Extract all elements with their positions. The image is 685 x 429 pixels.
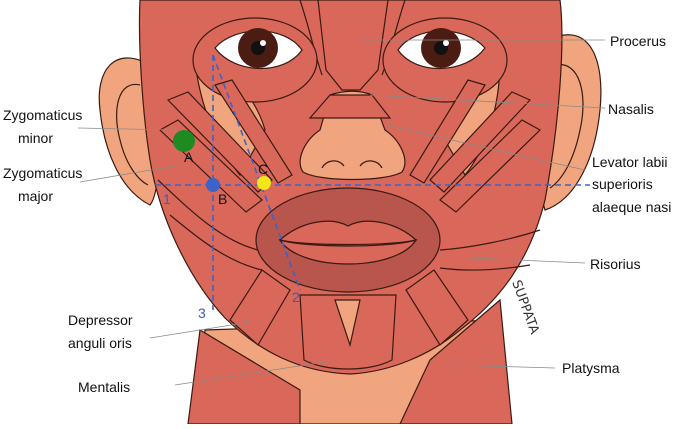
guide-line-2 <box>212 54 301 291</box>
depressor-anguli-oris-right <box>405 269 469 346</box>
procerus-muscle <box>317 0 389 91</box>
levator-labii-left <box>214 79 293 184</box>
label-mentalis: Mentalis <box>78 379 130 395</box>
left-ear-inner <box>116 83 149 186</box>
guide-line-2-number: 2 <box>292 289 300 305</box>
point-a-label: A <box>184 149 194 165</box>
cheek-band-right-2 <box>439 264 531 271</box>
leader-depressor <box>149 321 251 339</box>
point-c-label: C <box>258 161 268 177</box>
label-levator-1: Levator labii <box>592 154 668 170</box>
point-c-marker <box>257 176 271 190</box>
right-ear-inner <box>549 64 584 189</box>
point-b-label: B <box>218 191 227 207</box>
leader-levator <box>384 124 586 171</box>
point-a-marker <box>173 130 195 152</box>
leader-platysma <box>449 364 556 369</box>
label-zyg-minor-2: minor <box>18 130 53 146</box>
depressor-anguli-oris-left <box>229 269 291 346</box>
risorius-muscle <box>439 229 541 251</box>
levator-labii-right <box>409 79 486 184</box>
lower-lip <box>278 238 418 265</box>
zygomaticus-right-2 <box>439 119 541 213</box>
zygomaticus-minor-muscle <box>166 91 273 193</box>
label-zyg-major-1: Zygomaticus <box>3 165 82 181</box>
label-platysma: Platysma <box>562 360 620 376</box>
guide-line-3-number: 3 <box>198 305 206 321</box>
zygomaticus-right-1 <box>429 91 532 193</box>
forehead-line-left <box>299 0 323 76</box>
label-levator-2: superioris <box>592 176 653 192</box>
leader-risorius <box>469 257 586 264</box>
label-procerus: Procerus <box>610 33 666 49</box>
leader-zyg-minor <box>77 127 179 131</box>
artist-signature: SUPPATA <box>508 278 541 336</box>
label-zyg-minor-1: Zygomaticus <box>3 107 82 123</box>
leader-nasalis <box>369 94 606 109</box>
label-depressor-2: anguli oris <box>68 335 132 351</box>
left-eye-highlight <box>260 40 266 46</box>
left-nostril <box>321 160 345 169</box>
point-b-marker <box>206 178 220 192</box>
label-depressor-1: Depressor <box>68 312 133 328</box>
right-nostril <box>359 160 383 169</box>
nasalis-muscle <box>308 94 392 119</box>
leader-zyg-major <box>79 164 181 183</box>
label-zyg-major-2: major <box>18 188 53 204</box>
label-nasalis: Nasalis <box>608 101 654 117</box>
cheek-band-left-2 <box>169 214 263 271</box>
label-levator-3: alaeque nasi <box>592 199 671 215</box>
cheek-band-left-1 <box>157 179 259 251</box>
guide-line-1-number: 1 <box>163 191 171 207</box>
upper-lip <box>278 220 418 246</box>
leader-mentalis <box>174 361 326 386</box>
right-eye-highlight <box>443 40 449 46</box>
label-risorius: Risorius <box>590 256 641 272</box>
chin-skin <box>334 299 361 348</box>
